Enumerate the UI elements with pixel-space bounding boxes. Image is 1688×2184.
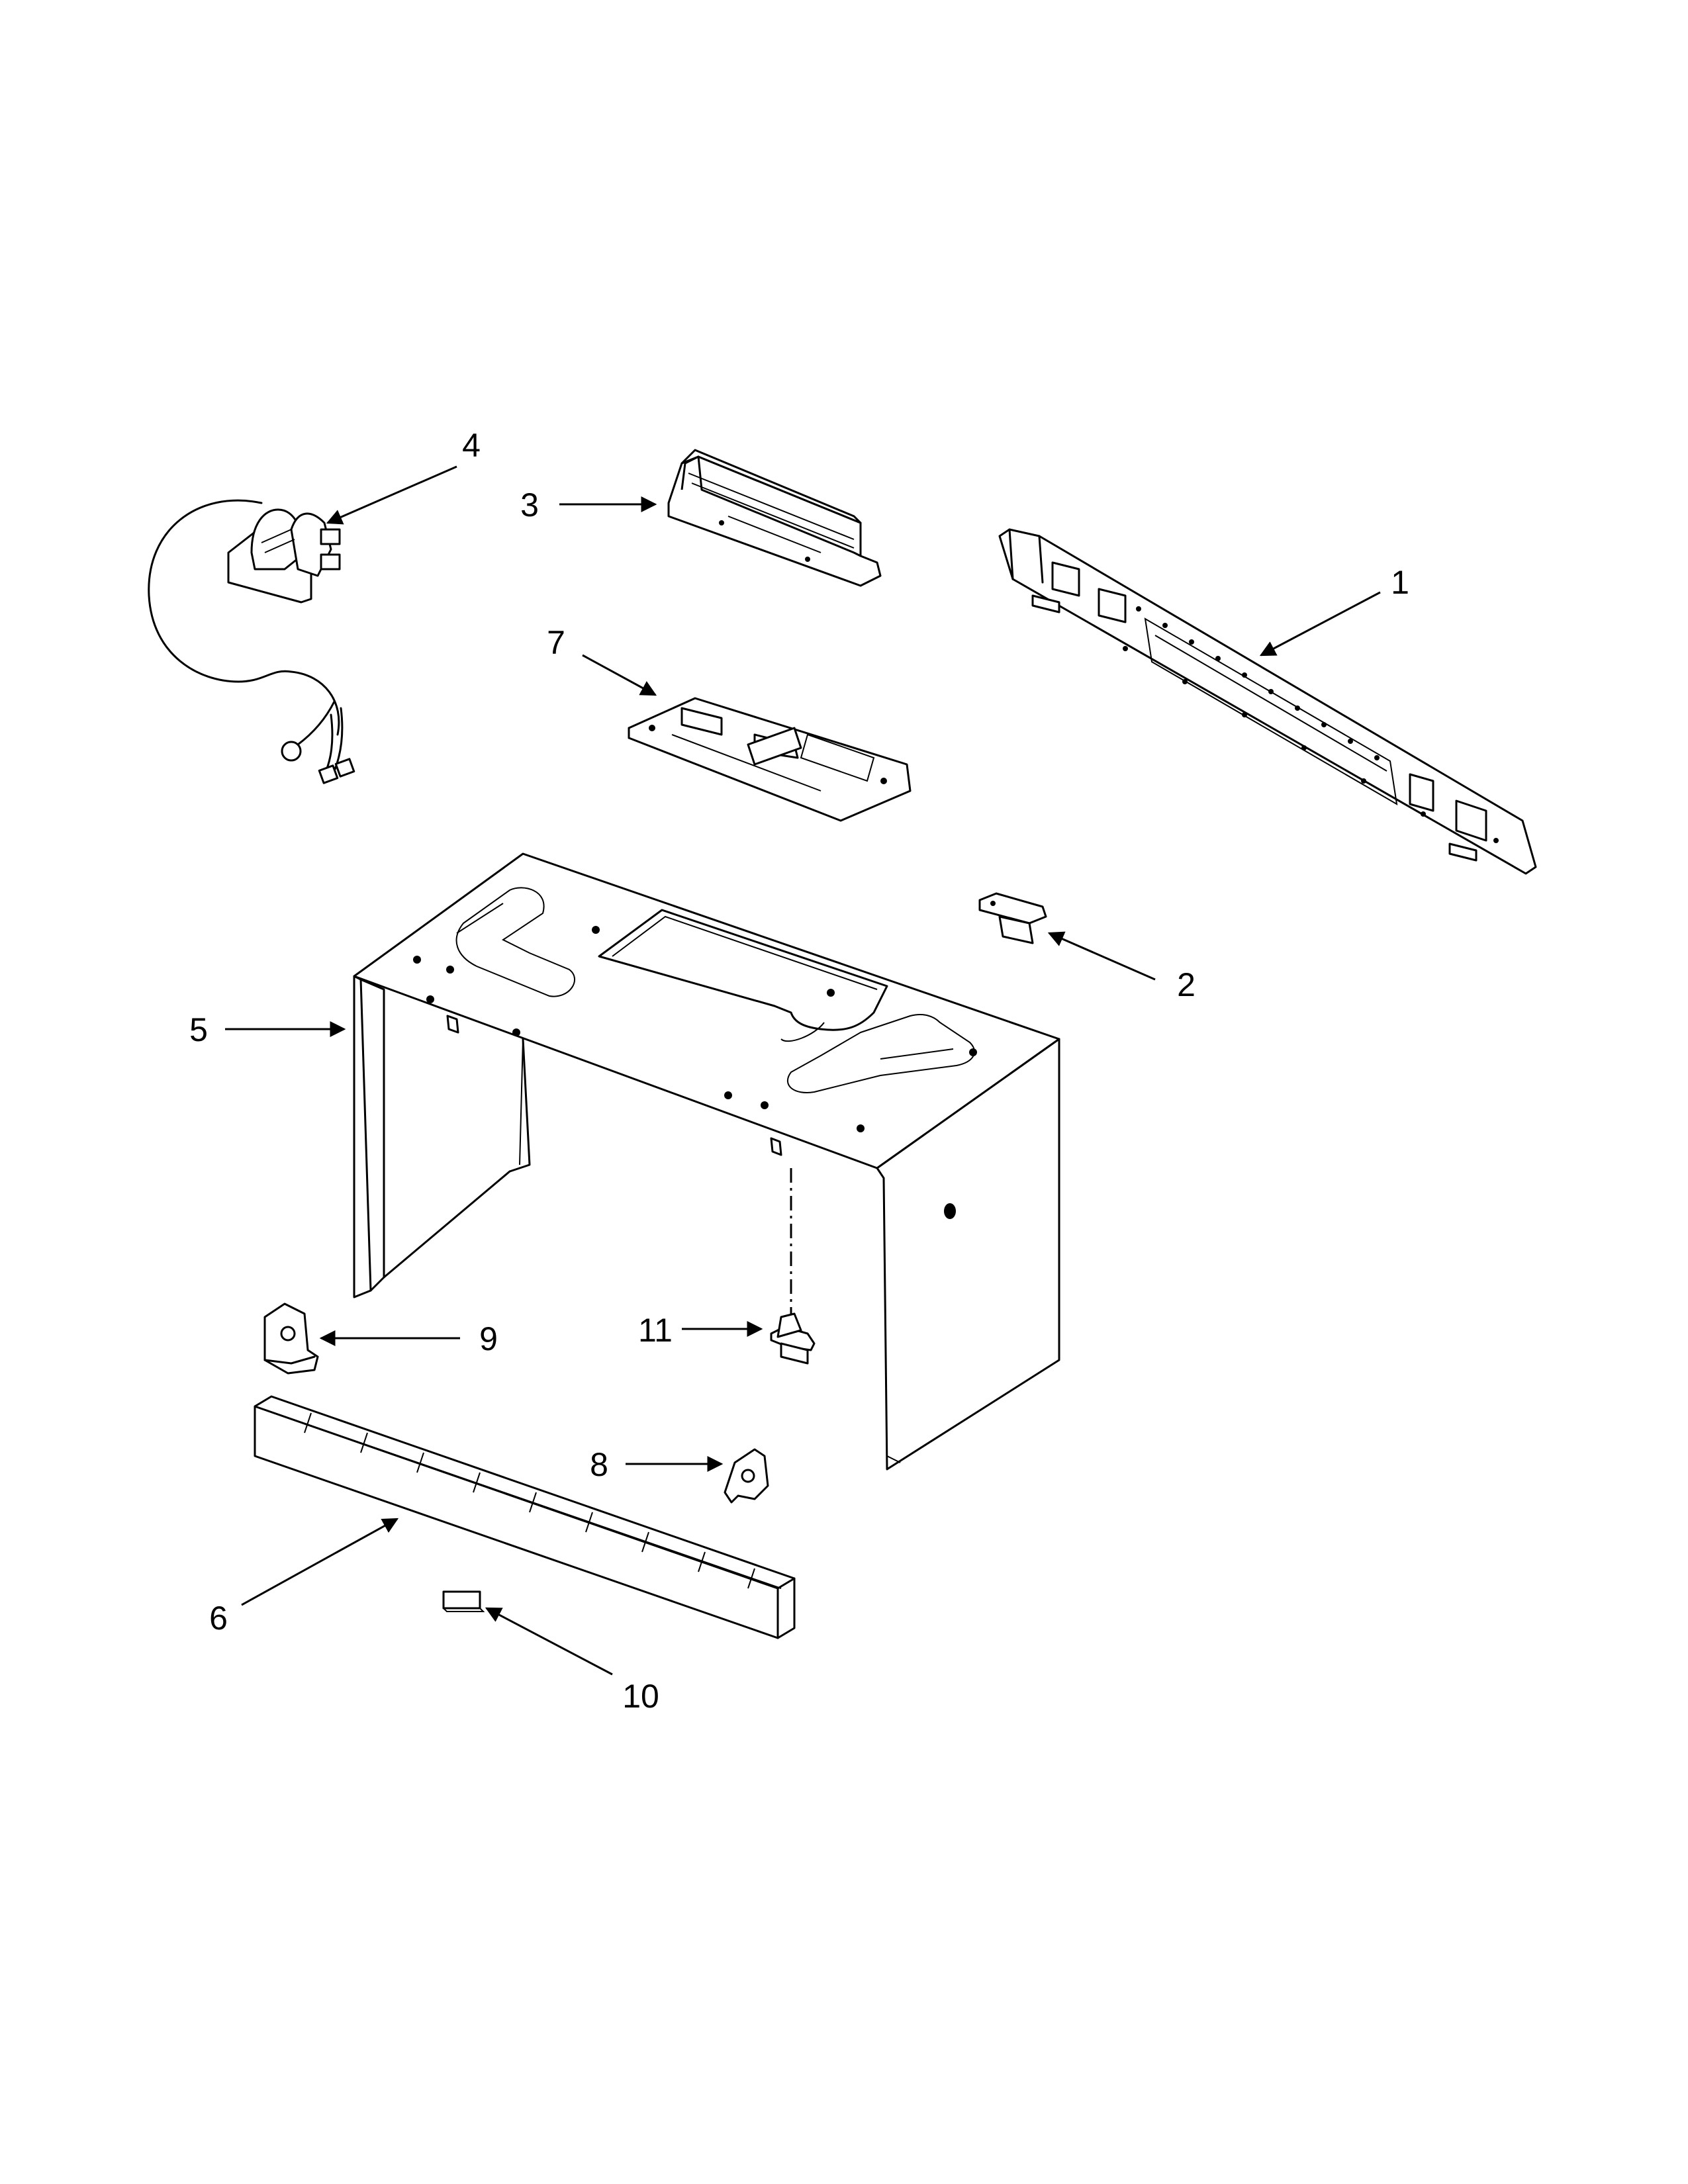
part-1-mounting-plate (998, 528, 1537, 875)
part-8-side-bracket (724, 1448, 769, 1504)
callout-8: 8 (590, 1446, 608, 1483)
callout-2: 2 (1177, 966, 1196, 1003)
part-10-label (442, 1590, 485, 1612)
leader-lines (225, 465, 1381, 1676)
callout-11: 11 (638, 1312, 673, 1349)
part-6-vent-grille (254, 1395, 796, 1639)
part-11-clip (770, 1312, 816, 1365)
callout-3: 3 (520, 486, 539, 523)
callout-7: 7 (547, 624, 565, 661)
part-3-vent-damper (667, 449, 882, 587)
part-4-power-cord (148, 499, 355, 784)
part-2-bracket (978, 892, 1047, 944)
callout-4: 4 (462, 427, 481, 464)
callout-10: 10 (622, 1678, 659, 1715)
part-9-side-bracket (263, 1302, 319, 1375)
callout-6: 6 (209, 1600, 228, 1637)
callout-1: 1 (1391, 564, 1409, 601)
part-5-cabinet-wrapper (353, 852, 1060, 1471)
callout-labels: 1 2 3 4 5 6 7 8 9 10 11 (189, 427, 1409, 1715)
callout-9: 9 (479, 1320, 498, 1357)
part-7-control-bracket (628, 697, 912, 822)
callout-5: 5 (189, 1011, 208, 1048)
